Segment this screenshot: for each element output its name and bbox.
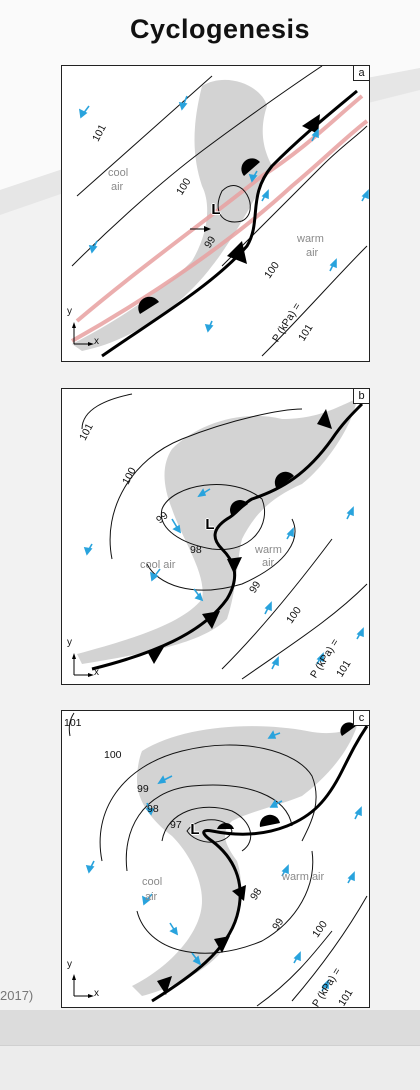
warm-air-label: air xyxy=(306,247,319,259)
wind-arrows xyxy=(85,730,362,992)
cold-front-triangle xyxy=(147,647,164,664)
wind-arrows xyxy=(78,95,369,333)
jet-stream-line xyxy=(75,94,364,323)
axis-x-label: x xyxy=(94,988,99,999)
cold-front-triangle xyxy=(232,885,246,901)
slide-area: Cyclogenesis 2017) xyxy=(0,14,420,1008)
isobar-label: 100 xyxy=(104,749,122,761)
bottom-strip xyxy=(0,1045,420,1090)
warm-front-semicircle xyxy=(340,722,356,736)
precipitation-area xyxy=(72,79,272,351)
cool-air-label: cool air xyxy=(140,559,176,571)
axis-y-label: y xyxy=(67,959,72,970)
warm-front-semicircle xyxy=(241,158,260,176)
axis-y-label: y xyxy=(67,306,72,317)
precipitation-area xyxy=(132,726,357,996)
isobar-lines xyxy=(71,66,368,357)
warm-front-semicircle xyxy=(274,471,294,489)
cool-air-label: cool xyxy=(108,167,129,179)
warm-front-semicircle xyxy=(138,296,159,314)
page-title: Cyclogenesis xyxy=(129,14,311,44)
y-axis-arrow xyxy=(72,322,76,328)
warm-front-semicircle xyxy=(259,814,280,827)
isobar-label: 98 xyxy=(147,803,159,815)
warm-front-semicircle xyxy=(217,822,234,829)
cold-front-triangle xyxy=(302,114,320,134)
motion-arrow-head xyxy=(204,226,211,232)
wind-arrows xyxy=(83,488,364,670)
jet-stream-line xyxy=(71,119,369,343)
front-line xyxy=(151,725,369,1003)
low-pressure-marker: L xyxy=(211,201,221,218)
panel-c: c L 101 100 99 98 97 98 99 100 cool air … xyxy=(61,710,370,1008)
panel-c-diagram xyxy=(68,712,369,1007)
x-axis-arrow xyxy=(88,673,94,677)
warm-air-label: warm xyxy=(297,233,324,245)
cold-front-triangle xyxy=(157,976,172,995)
isobar-label: 97 xyxy=(170,819,182,831)
cold-front-triangle xyxy=(317,409,332,429)
bottom-bar xyxy=(0,1010,420,1045)
low-pressure-marker: L xyxy=(205,516,215,533)
cool-air-label: air xyxy=(111,181,124,193)
panel-letter: c xyxy=(353,711,369,726)
isobar-lines xyxy=(81,393,368,680)
axis-x-label: x xyxy=(94,667,99,678)
isobar-label: 98 xyxy=(190,544,202,556)
cool-air-label: cool xyxy=(142,876,163,888)
axis-x-label: x xyxy=(94,336,99,347)
x-axis-arrow xyxy=(88,342,94,346)
panel-b-diagram xyxy=(72,393,368,680)
cold-front-triangle xyxy=(214,936,230,953)
axis-indicator xyxy=(73,976,92,997)
isobar-lines xyxy=(68,712,368,1007)
panel-a: a L 101 100 99 100 cool air warm air P (… xyxy=(61,65,370,362)
panel-letter: a xyxy=(353,66,369,81)
cold-front-triangle xyxy=(227,557,242,574)
isobar-label: 101 xyxy=(64,717,82,729)
y-axis-arrow xyxy=(72,974,76,980)
cold-front-triangle xyxy=(202,611,220,629)
x-axis-arrow xyxy=(88,994,94,998)
low-pressure-marker: L xyxy=(190,821,200,838)
warm-air-label: warm xyxy=(255,544,282,556)
panel-a-diagram xyxy=(71,66,369,358)
y-axis-arrow xyxy=(72,653,76,659)
warm-air-label: air xyxy=(262,557,275,569)
warm-front-semicircle xyxy=(230,500,248,516)
panel-b: b L 101 100 99 98 99 100 cool air warm a… xyxy=(61,388,370,685)
cold-front-triangle xyxy=(227,241,247,264)
warm-air-label: warm air xyxy=(282,871,325,883)
isobar-label: 99 xyxy=(137,783,149,795)
source-citation-fragment: 2017) xyxy=(0,988,34,1003)
axis-y-label: y xyxy=(67,637,72,648)
cool-air-label: air xyxy=(145,891,158,903)
panel-letter: b xyxy=(353,389,369,404)
